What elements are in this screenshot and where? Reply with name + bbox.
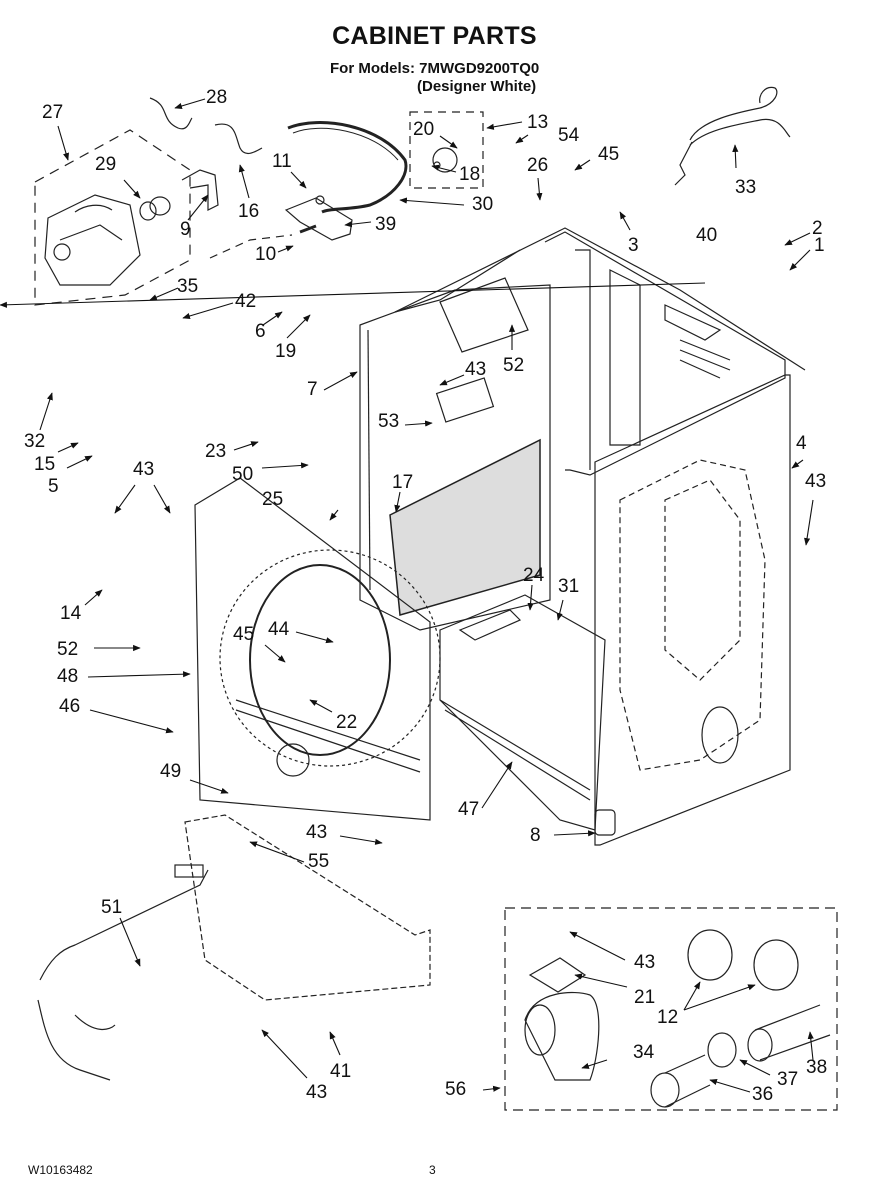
callout-13: 13 — [527, 112, 549, 133]
vent-cap-2 — [753, 939, 799, 991]
callout-52: 52 — [503, 355, 525, 376]
wire-harness-28 — [149, 97, 193, 130]
motor-assembly-group — [34, 129, 191, 306]
callout-14: 14 — [60, 603, 82, 624]
callout-39: 39 — [375, 214, 397, 235]
callout-9: 9 — [180, 219, 191, 240]
diagram-title: CABINET PARTS — [332, 22, 537, 50]
callout-2: 2 — [812, 218, 823, 239]
callout-29: 29 — [95, 154, 117, 175]
callout-46: 46 — [59, 696, 81, 717]
callout-51: 51 — [101, 897, 123, 918]
door-seal-drawing — [249, 564, 391, 756]
callout-27: 27 — [42, 102, 64, 123]
callout-50: 50 — [232, 464, 254, 485]
drive-belt-drawing — [287, 121, 408, 214]
callout-56: 56 — [445, 1079, 467, 1100]
callout-53: 53 — [378, 411, 400, 432]
callout-5: 5 — [48, 476, 59, 497]
callout-30: 30 — [472, 194, 494, 215]
drive-motor-drawing — [44, 194, 141, 286]
callout-18: 18 — [459, 164, 481, 185]
exhaust-kit-group — [504, 907, 838, 1111]
callout-17: 17 — [392, 472, 414, 493]
callout-4: 4 — [796, 433, 807, 454]
callout-22: 22 — [336, 712, 358, 733]
front-panel-drawing — [194, 477, 431, 821]
callout-40: 40 — [696, 225, 718, 246]
callout-3: 3 — [628, 235, 639, 256]
callout-55: 55 — [308, 851, 330, 872]
callout-43: 43 — [805, 471, 827, 492]
callout-12: 12 — [657, 1007, 679, 1028]
exhaust-elbow-drawing — [524, 991, 600, 1081]
motor-pulley-drawing — [139, 196, 171, 221]
callout-43: 43 — [306, 822, 328, 843]
main-wire-harness-drawing — [37, 869, 209, 1081]
models-line: For Models: 7MWGD9200TQ0 — [330, 60, 540, 77]
gas-valve-bracket — [439, 277, 529, 353]
callout-48: 48 — [57, 666, 79, 687]
callout-44: 44 — [268, 619, 290, 640]
callout-21: 21 — [634, 987, 656, 1008]
callout-45: 45 — [233, 624, 255, 645]
callout-37: 37 — [777, 1069, 799, 1090]
callout-41: 41 — [330, 1061, 352, 1082]
wire-harness-16 — [214, 123, 263, 155]
callout-24: 24 — [523, 565, 545, 586]
power-cord-drawing — [674, 86, 791, 186]
callout-23: 23 — [205, 441, 227, 462]
callout-54: 54 — [558, 125, 580, 146]
callout-16: 16 — [238, 201, 260, 222]
callout-36: 36 — [752, 1084, 774, 1105]
callout-19: 19 — [275, 341, 297, 362]
door-opening-drawing — [219, 549, 441, 767]
callout-43: 43 — [306, 1082, 328, 1103]
front-bulkhead-drawing — [359, 284, 551, 631]
callout-31: 31 — [558, 576, 580, 597]
vent-pipe-38 — [754, 1004, 831, 1061]
callout-43: 43 — [133, 459, 155, 480]
base-drawing — [439, 594, 606, 831]
callout-45: 45 — [598, 144, 620, 165]
callout-43: 43 — [465, 359, 487, 380]
side-panel-drawing — [594, 374, 791, 846]
callout-26: 26 — [527, 155, 549, 176]
idler-pulley-drawing — [432, 147, 458, 173]
access-cover-drawing — [528, 957, 587, 993]
toe-panel-drawing — [184, 814, 431, 1001]
callout-34: 34 — [633, 1042, 655, 1063]
callout-7: 7 — [307, 379, 318, 400]
page-number: 3 — [429, 1163, 436, 1177]
callout-25: 25 — [262, 489, 284, 510]
callout-28: 28 — [206, 87, 228, 108]
lint-screen-housing-drawing — [389, 438, 541, 616]
rear-panel-drawing — [544, 231, 786, 476]
document-number: W10163482 — [28, 1163, 93, 1177]
callout-15: 15 — [34, 454, 56, 475]
rating-label-drawing — [435, 377, 495, 423]
callout-8: 8 — [530, 825, 541, 846]
variant-line: (Designer White) — [417, 78, 537, 95]
callout-35: 35 — [177, 276, 199, 297]
leveling-leg-drawing — [594, 809, 616, 836]
callout-33: 33 — [735, 177, 757, 198]
vent-cap-1 — [687, 929, 733, 981]
callout-20: 20 — [413, 119, 435, 140]
callout-38: 38 — [806, 1057, 828, 1078]
callout-10: 10 — [255, 244, 277, 265]
callout-47: 47 — [458, 799, 480, 820]
cabinet-top-outline — [394, 227, 806, 371]
callout-32: 32 — [24, 431, 46, 452]
callout-43: 43 — [634, 952, 656, 973]
callout-52: 52 — [57, 639, 79, 660]
callout-49: 49 — [160, 761, 182, 782]
callout-1: 1 — [814, 235, 825, 256]
callout-6: 6 — [255, 321, 266, 342]
callout-42: 42 — [235, 291, 257, 312]
vent-pipe-37 — [707, 1032, 737, 1068]
callout-11: 11 — [272, 151, 292, 172]
motor-clamp-drawing — [181, 169, 219, 211]
